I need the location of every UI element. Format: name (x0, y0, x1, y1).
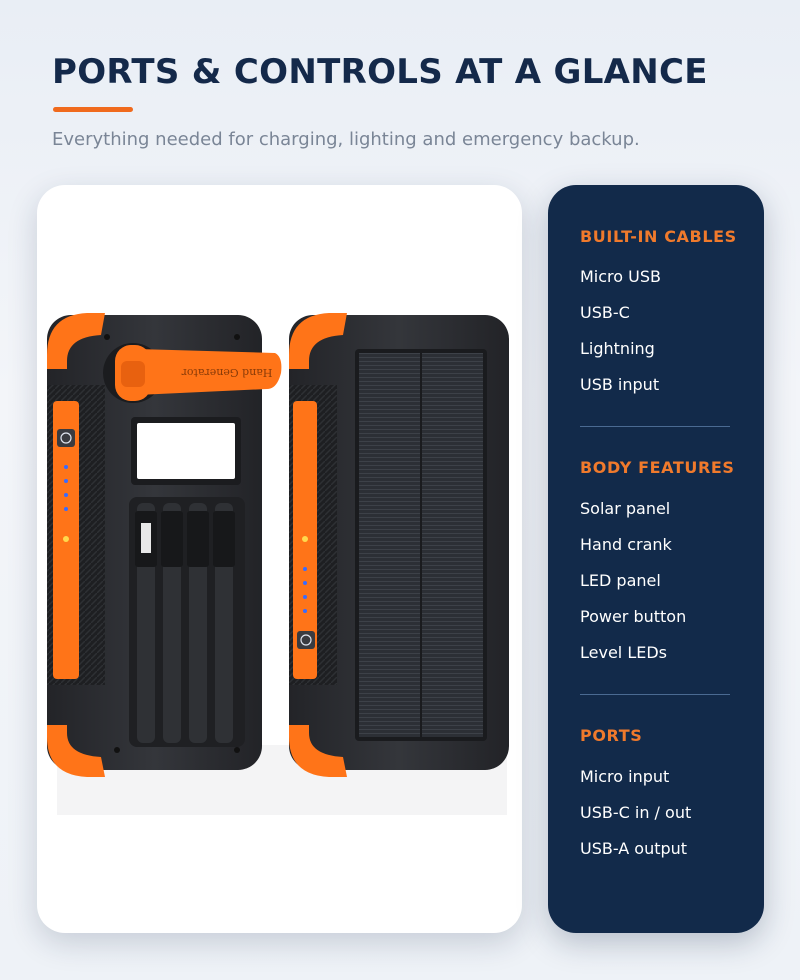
spec-item: USB-C in / out (580, 803, 692, 822)
product-image-card: Hand Generator (37, 185, 522, 933)
hand-crank: Hand Generator (103, 343, 282, 403)
section-title-built-in-cables: BUILT-IN CABLES (580, 227, 737, 246)
spec-item: Power button (580, 607, 687, 626)
section-divider (580, 426, 730, 427)
device-front: Hand Generator (47, 313, 282, 777)
section-title-ports: PORTS (580, 726, 643, 745)
specs-panel: BUILT-IN CABLES Micro USB USB-C Lightnin… (548, 185, 764, 933)
spec-item: Level LEDs (580, 643, 667, 662)
title-accent-bar (53, 107, 133, 112)
spec-item: Lightning (580, 339, 655, 358)
spec-item: Solar panel (580, 499, 671, 518)
spec-item: USB input (580, 375, 660, 394)
power-bank-illustration: Hand Generator (47, 313, 509, 815)
spec-item: USB-A output (580, 839, 688, 858)
page-title: PORTS & CONTROLS AT A GLANCE (52, 52, 708, 92)
spec-item: LED panel (580, 571, 661, 590)
spec-item: Micro input (580, 767, 670, 786)
device-back (289, 313, 509, 777)
page-subtitle: Everything needed for charging, lighting… (52, 129, 640, 150)
spec-item: Hand crank (580, 535, 672, 554)
section-divider (580, 694, 730, 695)
spec-item: USB-C (580, 303, 630, 322)
crank-label: Hand Generator (181, 366, 273, 379)
solar-panel (355, 349, 487, 741)
spec-item: Micro USB (580, 267, 661, 286)
section-title-body-features: BODY FEATURES (580, 458, 735, 477)
